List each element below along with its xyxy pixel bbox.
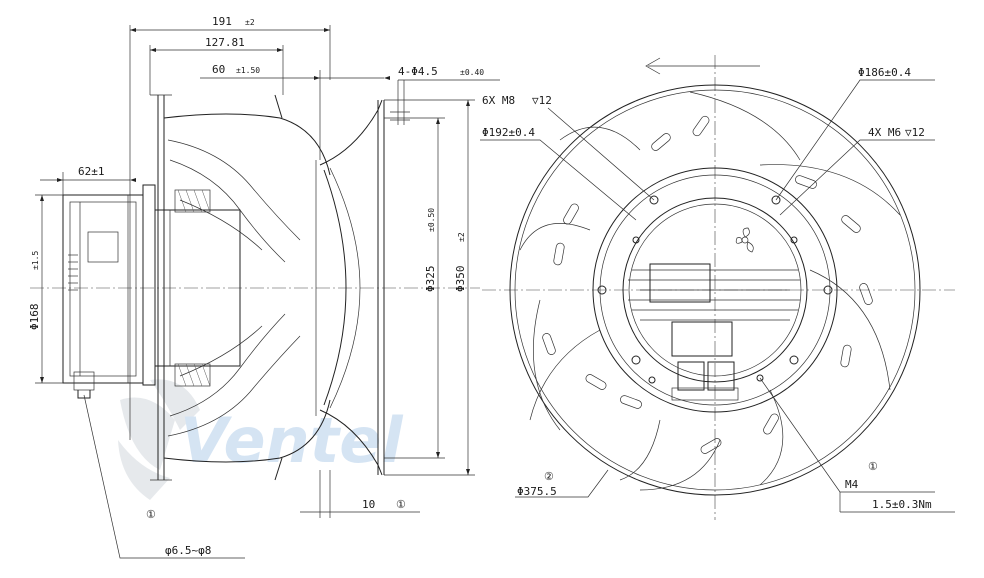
dia-375-label: Φ375.5	[517, 485, 557, 498]
m8-depth: ▽12	[532, 94, 552, 107]
holes-tol: ±0.40	[460, 68, 484, 77]
dim-60: 60	[212, 63, 225, 76]
dim-10: 10	[362, 498, 375, 511]
fan-symbol-icon	[735, 227, 754, 253]
dim-127: 127.81	[205, 36, 245, 49]
marker-2: ②	[544, 470, 554, 483]
holes-label: 4-Φ4.5	[398, 65, 438, 78]
watermark-logo: Ventel	[118, 379, 403, 500]
note-marker-side: ①	[146, 508, 156, 521]
m6-label: 4X M6	[868, 126, 901, 139]
pcd-192-label: Φ192±0.4	[482, 126, 535, 139]
tol-60: ±1.50	[236, 66, 260, 75]
tol-168: ±1.5	[31, 251, 40, 270]
side-view: 191 ±2 127.81 60 ±1.50 4-Φ4.5 ±0.40 Φ325…	[28, 15, 500, 559]
tol-350: ±2	[457, 232, 466, 242]
m8-label: 6X M8	[482, 94, 515, 107]
watermark-text: Ventel	[180, 404, 403, 477]
m6-depth: ▽12	[905, 126, 925, 139]
cable-label: φ6.5~φ8	[165, 544, 211, 557]
note-marker-10: ①	[396, 498, 406, 511]
dim-191: 191	[212, 15, 232, 28]
dim-62: 62±1	[78, 165, 105, 178]
dim-325: Φ325	[424, 266, 437, 293]
torque-label: 1.5±0.3Nm	[872, 498, 932, 511]
marker-1-front: ①	[868, 460, 878, 473]
pcd-186-label: Φ186±0.4	[858, 66, 911, 79]
dim-168: Φ168	[28, 304, 41, 331]
tol-191: ±2	[245, 18, 255, 27]
front-view: 6X M8 ▽12 Φ192±0.4 Φ186±0.4 4X M6 ▽12 ② …	[480, 55, 955, 520]
m4-label: M4	[845, 478, 859, 491]
dim-350: Φ350	[454, 266, 467, 293]
tol-325: ±0.50	[427, 208, 436, 232]
